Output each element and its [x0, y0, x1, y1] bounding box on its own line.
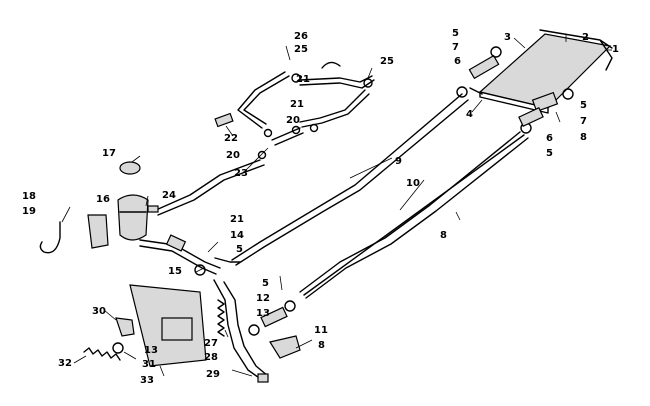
connector-12	[260, 306, 288, 328]
callout-32: 32	[58, 358, 72, 369]
spring-22	[214, 112, 234, 128]
clamp-5-top	[490, 46, 502, 58]
reservoir-bracket	[39, 214, 109, 254]
callout-5d: 5	[236, 244, 243, 255]
callout-13b: 13	[144, 345, 158, 356]
callout-21b: 21	[290, 99, 304, 110]
callout-1: 1	[612, 44, 619, 55]
callout-31: 31	[142, 359, 156, 370]
heat-shield-33	[129, 284, 207, 367]
elbow-30	[115, 317, 135, 337]
clamp-5-mid	[456, 86, 468, 98]
lower-left-fittings	[83, 317, 135, 361]
callout-14: 14	[230, 230, 244, 241]
callout-25a: 25	[294, 44, 308, 55]
callout-5a: 5	[452, 28, 459, 39]
cooler-tube-lower	[299, 131, 529, 299]
cooler-tube-upper	[231, 93, 469, 266]
callout-29: 29	[206, 369, 220, 380]
drain-hose-28	[213, 279, 269, 383]
fittings-cluster	[214, 112, 319, 160]
callout-8a: 8	[580, 132, 587, 143]
clamp-15	[194, 264, 206, 276]
clamp-5-lower	[284, 300, 296, 312]
callout-5c: 5	[546, 148, 553, 159]
heat-exchanger-bracket	[531, 91, 559, 113]
callout-28: 28	[204, 352, 218, 363]
bracket-11	[269, 335, 301, 359]
spring-27	[217, 299, 225, 337]
connector-6-upper	[468, 54, 500, 80]
overflow-hose-21	[155, 159, 265, 216]
top-right-fittings	[456, 46, 574, 134]
callout-20b: 20	[286, 115, 300, 126]
callout-5e: 5	[262, 278, 269, 289]
reservoir-cap-17	[119, 161, 141, 175]
clamp-20c	[291, 125, 301, 135]
callout-21c: 21	[230, 214, 244, 225]
callout-7b: 7	[580, 116, 587, 127]
lower-hoses	[139, 234, 241, 276]
clamp-5-right	[562, 88, 574, 100]
clamp-31	[112, 342, 124, 354]
callout-18: 18	[22, 191, 36, 202]
coolant-reservoir	[117, 161, 159, 241]
callout-22: 22	[224, 133, 238, 144]
callout-19: 19	[22, 206, 36, 217]
callout-6b: 6	[546, 133, 553, 144]
upper-hose-assembly	[237, 61, 375, 129]
callout-4: 4	[466, 109, 473, 120]
callout-33: 33	[140, 375, 154, 386]
callout-30: 30	[92, 306, 106, 317]
heat-exchanger-assembly	[469, 29, 613, 114]
callout-20a: 20	[226, 150, 240, 161]
callout-21a: 21	[296, 74, 310, 85]
callout-23: 23	[234, 168, 248, 179]
callout-16: 16	[96, 194, 110, 205]
callout-26: 26	[294, 31, 308, 42]
callout-5b: 5	[580, 100, 587, 111]
callout-10: 10	[406, 178, 420, 189]
callout-24: 24	[162, 190, 176, 201]
hose-clamp-25b	[363, 78, 373, 88]
callout-25b: 25	[380, 56, 394, 67]
clamp-21	[309, 123, 319, 133]
callout-9: 9	[395, 156, 402, 167]
hose-clamp-25a	[291, 73, 301, 83]
callout-11: 11	[314, 325, 328, 336]
callout-3: 3	[504, 32, 511, 43]
callout-13a: 13	[256, 308, 270, 319]
hook-19	[39, 221, 61, 254]
clamp-20a	[263, 128, 273, 138]
callout-2: 2	[582, 32, 589, 43]
callout-8c: 8	[318, 340, 325, 351]
connector-6-lower	[518, 107, 544, 127]
callout-8b: 8	[440, 230, 447, 241]
callout-15: 15	[168, 266, 182, 277]
drain-plug-29	[257, 373, 269, 383]
hose-clamp-26	[321, 61, 341, 69]
callout-27: 27	[204, 338, 218, 349]
callout-6a: 6	[454, 56, 461, 67]
callout-labels: 1 2 3 4 5 5 5 5 5 6 6 7 7 8 8 8 9 10 11 …	[22, 28, 619, 386]
callout-12: 12	[256, 293, 270, 304]
reservoir-fitting-24	[147, 205, 159, 213]
hose-32	[83, 347, 121, 361]
callout-17: 17	[102, 148, 116, 159]
leader-lines	[61, 34, 612, 377]
lower-right-fittings	[248, 300, 301, 359]
clamp-20b	[257, 150, 267, 160]
hose-14	[165, 234, 187, 252]
callout-7a: 7	[452, 42, 459, 53]
clamp-13	[248, 324, 260, 336]
